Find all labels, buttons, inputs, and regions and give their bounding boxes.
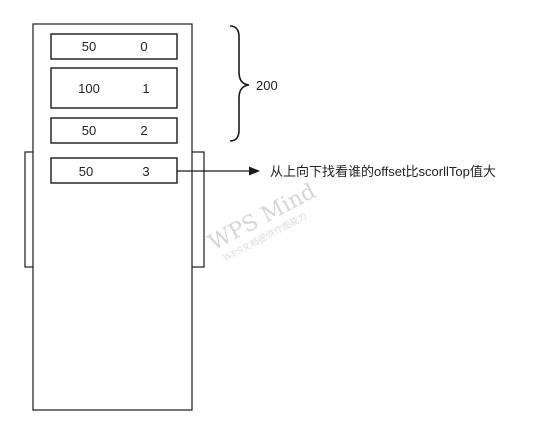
- curly-brace: [229, 25, 250, 142]
- annotation-label: 从上向下找看谁的offset比scorllTop值大: [270, 164, 496, 179]
- item-height-label: 100: [78, 81, 100, 96]
- list-item: 50 2: [50, 117, 178, 144]
- item-height-label: 50: [82, 39, 96, 54]
- item-index-label: 0: [140, 39, 147, 54]
- item-height-label: 50: [82, 123, 96, 138]
- brace-total-label: 200: [256, 78, 278, 93]
- item-index-label: 2: [140, 123, 147, 138]
- arrowhead-icon: [249, 166, 260, 176]
- list-item: 50 3: [50, 157, 178, 184]
- item-index-label: 1: [142, 81, 149, 96]
- item-index-label: 3: [142, 164, 149, 179]
- item-box: [50, 67, 178, 109]
- list-item: 50 0: [50, 33, 178, 60]
- watermark: WPS Mind WPS文档提供作图能力: [205, 179, 320, 264]
- item-box: [50, 117, 178, 144]
- item-box: [50, 33, 178, 60]
- item-height-label: 50: [79, 164, 93, 179]
- item-box: [50, 157, 178, 184]
- list-item: 100 1: [50, 67, 178, 109]
